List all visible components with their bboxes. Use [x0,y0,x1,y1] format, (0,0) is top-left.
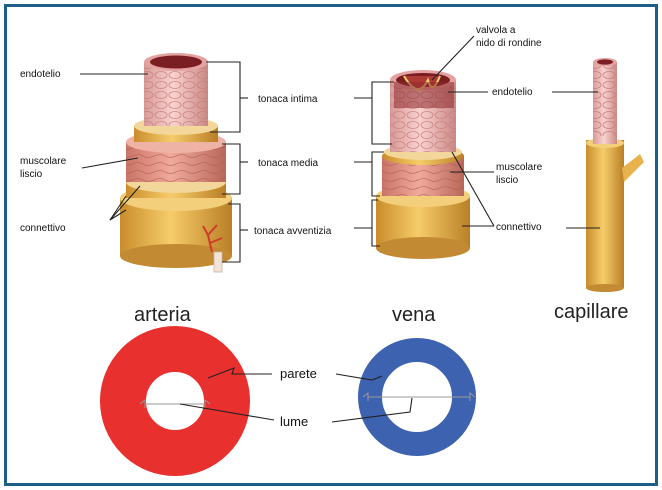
capillary-illustration [586,58,644,292]
vein-cross-section [363,350,475,444]
artery-cross-section [123,349,227,453]
vein-connettivo-label: connettivo [496,222,542,233]
artery-3d-illustration [120,53,232,272]
tonaca-intima-label: tonaca intima [258,94,318,105]
artery-muscolare-label: muscolare [20,156,67,167]
tonaca-avventizia-label: tonaca avventizia [254,226,332,237]
vein-muscolare-label: muscolare [496,162,543,173]
valvola-label-line2: nido di rondine [476,38,542,49]
tonaca-media-label: tonaca media [258,158,318,169]
vena-title: vena [392,304,436,326]
vein-liscio-label: liscio [496,175,519,186]
lume-label: lume [280,414,308,429]
valvola-label-line1: valvola a [476,25,516,36]
artery-liscio-label: liscio [20,169,43,180]
capillare-title: capillare [554,301,628,323]
vein-3d-illustration [376,70,470,259]
artery-connettivo-label: connettivo [20,223,66,234]
arteria-title: arteria [134,304,192,326]
artery-endotelio-label: endotelio [20,69,61,80]
parete-label: parete [280,366,317,381]
vein-endotelio-label: endotelio [492,87,533,98]
